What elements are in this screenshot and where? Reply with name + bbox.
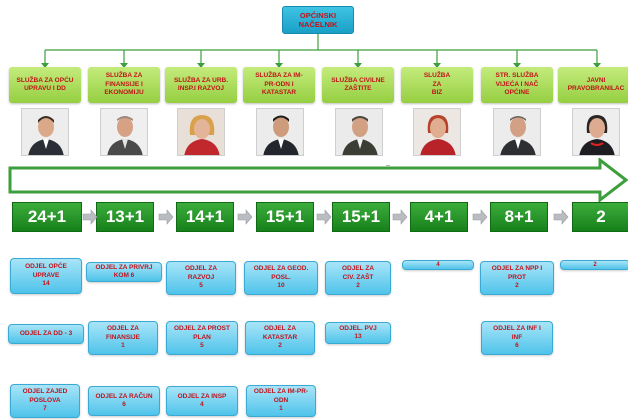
- arrow-right-icon: [82, 209, 98, 225]
- count-box-6: 4+1: [410, 202, 468, 232]
- dept-box-1: SLUŽBA ZA OPĆU UPRAVU I DD: [9, 67, 81, 103]
- arrow-right-icon: [158, 209, 174, 225]
- arrow-right-icon: [472, 209, 488, 225]
- portrait-3: [177, 108, 225, 156]
- unit-box: 2: [560, 260, 628, 270]
- portrait-1: [21, 108, 69, 156]
- unit-box: ODJEL ZA KATASTAR 2: [245, 321, 315, 355]
- count-box-4: 15+1: [256, 202, 314, 232]
- unit-box: ODJEL ZA CIV. ZAŠT 2: [325, 261, 391, 295]
- org-connectors: [41, 34, 601, 68]
- unit-box: ODJEL ZA DD - 3: [8, 324, 84, 344]
- unit-box: 4: [402, 260, 474, 270]
- flow-band-arrow: [8, 158, 628, 204]
- unit-box: ODJEL ZA RAČUN 6: [88, 386, 160, 416]
- drop-arrowheads: [41, 63, 601, 68]
- portrait-5: [335, 108, 383, 156]
- dept-box-5: SLUŽBA CIVILNE ZAŠTITE: [322, 67, 394, 103]
- count-box-1: 24+1: [12, 202, 82, 232]
- band-marker: ~: [386, 163, 391, 170]
- unit-box: ODJEL ZA PROST PLAN 5: [166, 321, 238, 355]
- unit-box: ODJEL ZA INSP 4: [166, 386, 238, 416]
- unit-box: ODJEL ZA GEOD. POSL. 10: [244, 261, 318, 295]
- unit-box: ODJEL ZA FINANSIJE 1: [88, 321, 158, 355]
- unit-box: ODJEL ZA IM-PR- ODN 1: [246, 385, 316, 417]
- count-box-2: 13+1: [96, 202, 154, 232]
- unit-box: ODJEL. PVJ 13: [325, 322, 391, 344]
- unit-box: ODJEL ZA NPP I PROT 2: [480, 261, 554, 295]
- unit-box: ODJEL OPĆE UPRAVE 14: [10, 258, 82, 294]
- count-box-7: 8+1: [490, 202, 548, 232]
- dept-box-3: SLUŽBA ZA URB. INSP.I RAZVOJ: [165, 67, 237, 103]
- portrait-7: [493, 108, 541, 156]
- dept-box-4: SLUŽBA ZA IM- PR-ODN I KATASTAR: [243, 67, 315, 103]
- arrow-right-icon: [553, 209, 569, 225]
- arrow-right-icon: [237, 209, 253, 225]
- head-box: OPĆINSKI NAČELNIK: [282, 6, 354, 34]
- count-box-3: 14+1: [176, 202, 234, 232]
- unit-box: ODJEL ZA INF I INF 6: [481, 321, 553, 355]
- portrait-4: [256, 108, 304, 156]
- count-box-8: 2: [572, 202, 628, 232]
- portrait-8: [572, 108, 620, 156]
- count-box-5: 15+1: [332, 202, 390, 232]
- dept-box-2: SLUŽBA ZA FINANSIJE I EKONOMIJU: [88, 67, 160, 103]
- unit-box: ODJEL ZA RAZVOJ 5: [166, 261, 236, 295]
- dept-box-8: JAVNI PRAVOBRANILAC: [558, 67, 628, 103]
- unit-box: ODJEL ZAJED POSLOVA 7: [10, 384, 80, 418]
- arrow-right-icon: [316, 209, 332, 225]
- dept-box-7: STR. SLUŽBA VIJEĆA I NAČ OPĆINE: [481, 67, 553, 103]
- dept-box-6: SLUŽBA ZA BIZ: [401, 67, 473, 103]
- unit-box: ODJEL ZA PRIVRJ KOM 6: [86, 262, 162, 282]
- arrow-right-icon: [392, 209, 408, 225]
- portrait-2: [100, 108, 148, 156]
- portrait-6: [413, 108, 461, 156]
